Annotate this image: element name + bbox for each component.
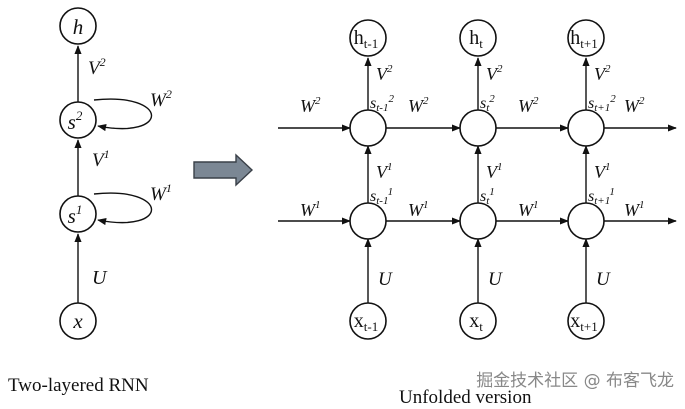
self-loop-s2 xyxy=(93,98,153,132)
label-V1-col0: V1 xyxy=(376,161,393,182)
state-s1-col1-label: st1 xyxy=(480,186,495,207)
label-U-col0: U xyxy=(378,269,393,290)
node-s1-col1 xyxy=(459,202,497,240)
state-s2-col1-label: st2 xyxy=(480,93,495,114)
state-s1-col0-label: st-11 xyxy=(370,186,393,207)
node-s1-label: s1 xyxy=(68,202,83,228)
state-s1-col2-label: st+11 xyxy=(588,186,615,207)
label-U-col1: U xyxy=(488,269,503,290)
self-loop-s1 xyxy=(93,192,153,226)
state-s2-col2-label: st+12 xyxy=(588,93,616,114)
node-x-col0 xyxy=(349,302,387,340)
node-s2-col2 xyxy=(567,109,605,147)
node-x-col1-label: xt xyxy=(469,310,483,334)
node-x-col2 xyxy=(567,302,605,340)
caption-left: Two-layered RNN xyxy=(8,375,149,396)
label-V1-col1: V1 xyxy=(486,161,503,182)
label-W2-3: W2 xyxy=(624,95,645,116)
state-s2-col0-label: st-12 xyxy=(370,93,394,114)
label-W1-1: W1 xyxy=(408,199,429,220)
label-W2-0: W2 xyxy=(300,95,321,116)
node-h-col2 xyxy=(567,19,605,57)
node-h-col2-label: ht+1 xyxy=(570,27,597,51)
node-s2-label: s2 xyxy=(68,108,83,134)
label-W1: W1 xyxy=(150,181,172,205)
label-W2: W2 xyxy=(150,87,172,111)
transform-arrow xyxy=(193,153,254,187)
node-x-label: x xyxy=(72,309,83,333)
label-V1-col2: V1 xyxy=(594,161,611,182)
label-W1-0: W1 xyxy=(300,199,321,220)
label-W2-2: W2 xyxy=(518,95,539,116)
node-h-col1-label: ht xyxy=(469,27,483,51)
label-W2-1: W2 xyxy=(408,95,429,116)
watermark: 掘金技术社区 @ 布客飞龙 xyxy=(476,371,674,391)
node-s1-col2 xyxy=(567,202,605,240)
node-h-col0 xyxy=(349,19,387,57)
label-V1: V1 xyxy=(92,147,110,171)
node-x-col0-label: xt-1 xyxy=(354,310,378,334)
node-s2 xyxy=(59,101,97,139)
node-h xyxy=(59,7,97,45)
caption-right: Unfolded version xyxy=(399,387,532,408)
label-V2: V2 xyxy=(88,55,106,79)
label-U-col2: U xyxy=(596,269,611,290)
node-h-label: h xyxy=(73,15,84,39)
node-s1 xyxy=(59,195,97,233)
node-x xyxy=(59,302,97,340)
label-U: U xyxy=(92,267,108,289)
label-W1-2: W1 xyxy=(518,199,539,220)
node-s1-col0 xyxy=(349,202,387,240)
label-V2-col0: V2 xyxy=(376,63,393,84)
left-diagram: h s2 s1 x V2 W2 V1 W1 U xyxy=(59,7,172,340)
label-W1-3: W1 xyxy=(624,199,645,220)
label-V2-col1: V2 xyxy=(486,63,503,84)
node-x-col2-label: xt+1 xyxy=(570,310,597,334)
label-V2-col2: V2 xyxy=(594,63,611,84)
node-h-col0-label: ht-1 xyxy=(354,27,378,51)
node-s2-col0 xyxy=(349,109,387,147)
node-s2-col1 xyxy=(459,109,497,147)
node-x-col1 xyxy=(459,302,497,340)
node-h-col1 xyxy=(459,19,497,57)
